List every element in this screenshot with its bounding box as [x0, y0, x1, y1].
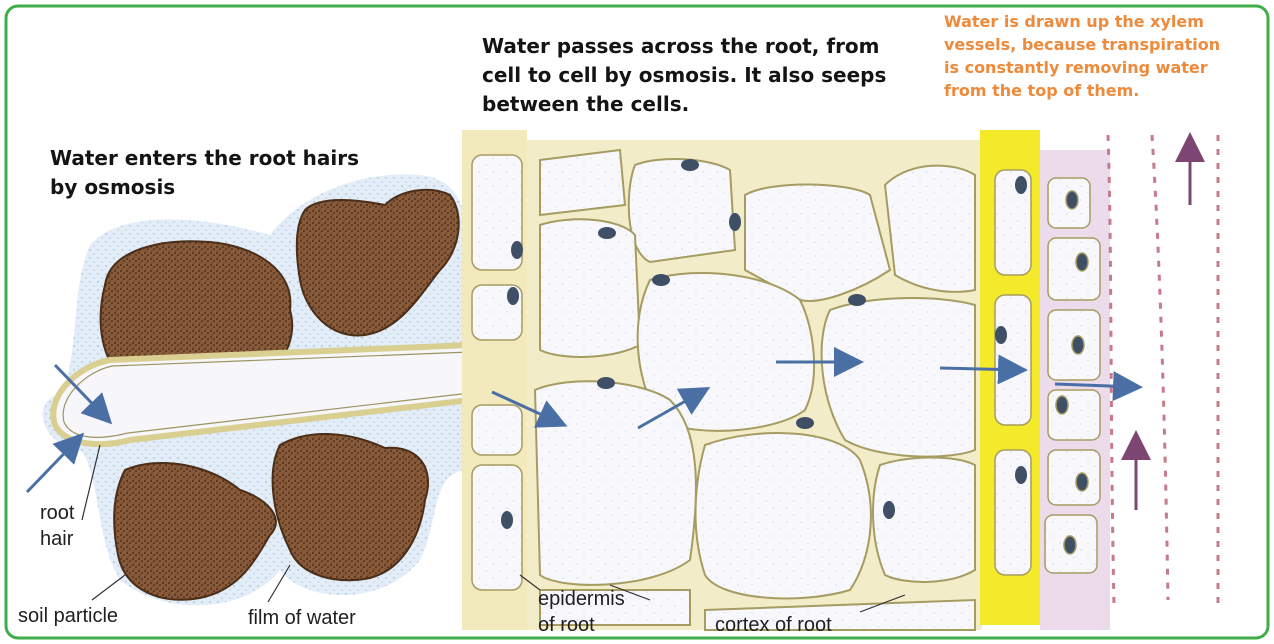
label-film-of-water: film of water: [248, 605, 356, 631]
epidermis-cell: [472, 405, 522, 455]
annotation-line: Water passes across the root, from: [482, 32, 886, 61]
arrow: [940, 368, 1022, 370]
cortex-layer: [527, 140, 982, 630]
annotation-line: by osmosis: [50, 173, 359, 202]
label-line: hair: [40, 526, 74, 552]
annotation-line: cell to cell by osmosis. It also seeps: [482, 61, 886, 90]
cortex-cell: [535, 381, 696, 585]
annotation-root-hair-entry: Water enters the root hairs by osmosis: [50, 144, 359, 202]
cell-nucleus: [507, 287, 519, 305]
cell-nucleus: [501, 511, 513, 529]
epidermis-cell: [472, 465, 522, 590]
xylem-vessel: [980, 130, 1040, 625]
cortex-cell: [873, 458, 975, 582]
label-line: of root: [538, 612, 625, 638]
cortex-cell: [822, 298, 975, 457]
cortex-cell: [629, 159, 735, 262]
label-line: root: [40, 500, 74, 526]
annotation-line: is constantly removing water: [944, 56, 1220, 79]
annotation-across-root: Water passes across the root, from cell …: [482, 32, 886, 119]
epidermis-layer: [462, 130, 527, 630]
cortex-cell: [696, 433, 871, 598]
annotation-xylem: Water is drawn up the xylem vessels, bec…: [944, 10, 1220, 102]
annotation-line: Water enters the root hairs: [50, 144, 359, 173]
annotation-line: Water is drawn up the xylem: [944, 10, 1220, 33]
label-line: epidermis: [538, 586, 625, 612]
cortex-cell: [540, 150, 625, 215]
cell-nucleus: [511, 241, 523, 259]
label-cortex: cortex of root: [715, 612, 832, 638]
cortex-cell: [885, 166, 975, 292]
cortex-cell: [540, 219, 640, 357]
label-epidermis: epidermis of root: [538, 586, 625, 638]
pericycle-cells: [1040, 150, 1110, 630]
label-soil-particle: soil particle: [18, 603, 118, 629]
annotation-line: from the top of them.: [944, 79, 1220, 102]
annotation-line: between the cells.: [482, 90, 886, 119]
annotation-line: vessels, because transpiration: [944, 33, 1220, 56]
label-root-hair: root hair: [40, 500, 74, 552]
